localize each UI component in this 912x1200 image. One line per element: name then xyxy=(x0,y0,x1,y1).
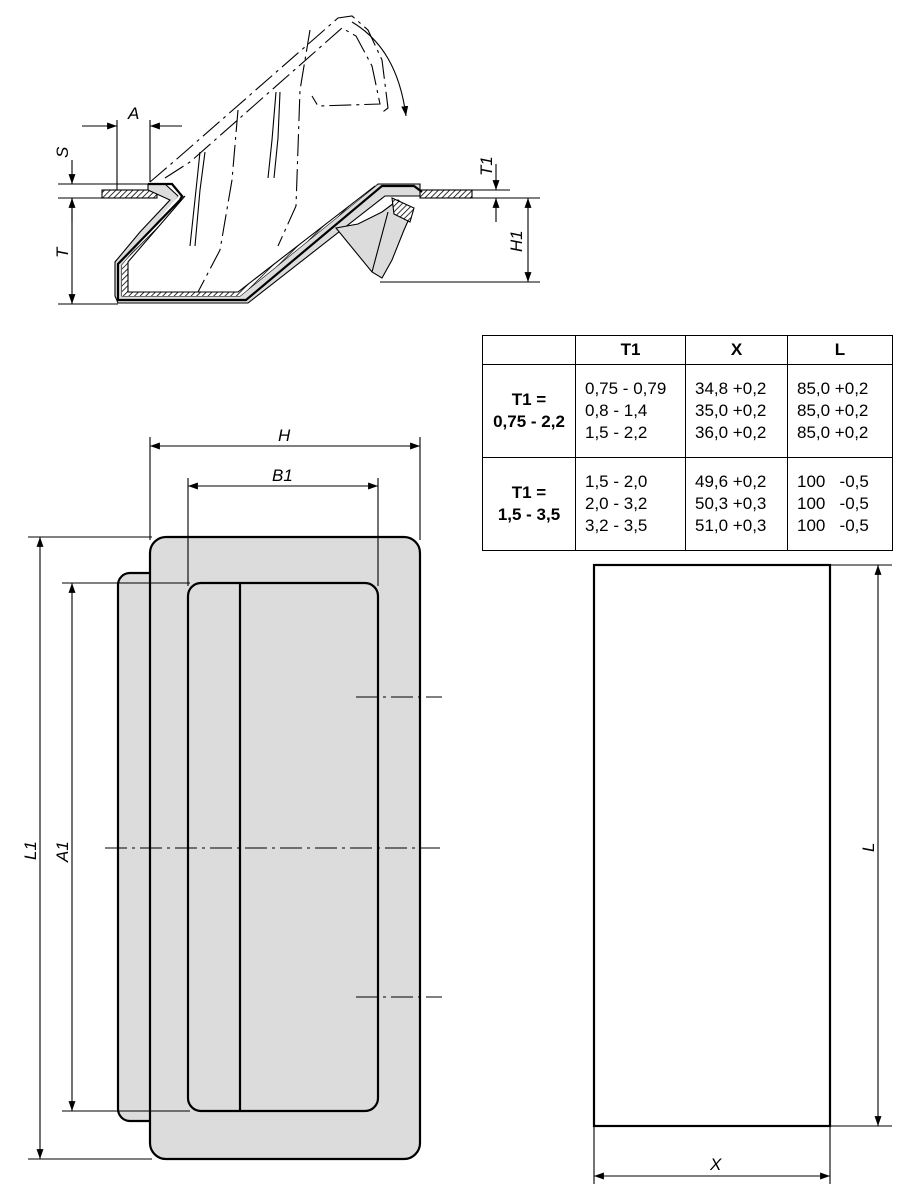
l-value: 85,0 +0,2 xyxy=(797,423,869,442)
dim-label-h: H xyxy=(278,426,291,445)
front-view: H B1 L1 A1 xyxy=(21,426,442,1161)
header-empty xyxy=(482,335,576,365)
rotation-arrow xyxy=(351,21,409,117)
dim-label-l: L xyxy=(859,843,878,852)
table-row: T1 = 0,75 - 2,2 0,75 - 0,79 0,8 - 1,4 1,… xyxy=(482,364,893,458)
dim-label-t: T xyxy=(53,246,72,258)
l-value: 100 -0,5 xyxy=(797,516,869,535)
x-values: 34,8 +0,2 35,0 +0,2 36,0 +0,2 xyxy=(685,364,788,458)
dim-label-l1: L1 xyxy=(21,841,40,860)
t1-value: 1,5 - 2,2 xyxy=(585,423,648,442)
t1-value: 1,5 - 2,0 xyxy=(585,472,648,491)
x-value: 51,0 +0,3 xyxy=(695,516,767,535)
table-row: T1 = 1,5 - 3,5 1,5 - 2,0 2,0 - 3,2 3,2 -… xyxy=(482,457,893,551)
t1-value: 0,75 - 0,79 xyxy=(585,379,667,398)
header-x: X xyxy=(685,335,788,365)
panel-cutout xyxy=(592,563,832,1128)
group-label-line: T1 = xyxy=(511,483,547,502)
group-label-line: 0,75 - 2,2 xyxy=(493,412,565,431)
t1-value: 2,0 - 3,2 xyxy=(585,494,648,513)
spec-table: T1 X L T1 = 0,75 - 2,2 0,75 - 0,79 0,8 -… xyxy=(482,335,893,551)
x-value: 50,3 +0,3 xyxy=(695,494,767,513)
x-value: 49,6 +0,2 xyxy=(695,472,767,491)
group-label: T1 = 0,75 - 2,2 xyxy=(482,364,576,458)
table-header-row: T1 X L xyxy=(482,335,893,365)
t1-value: 0,8 - 1,4 xyxy=(585,401,648,420)
cutout-view: L X xyxy=(592,563,892,1184)
header-t1: T1 xyxy=(575,335,686,365)
group-label: T1 = 1,5 - 3,5 xyxy=(482,457,576,551)
t1-value: 3,2 - 3,5 xyxy=(585,516,648,535)
t1-values: 0,75 - 0,79 0,8 - 1,4 1,5 - 2,2 xyxy=(575,364,686,458)
x-values: 49,6 +0,2 50,3 +0,3 51,0 +0,3 xyxy=(685,457,788,551)
dim-label-x: X xyxy=(709,1155,722,1174)
x-value: 34,8 +0,2 xyxy=(695,379,767,398)
l-value: 85,0 +0,2 xyxy=(797,379,869,398)
x-value: 35,0 +0,2 xyxy=(695,401,767,420)
panel-plate-right xyxy=(420,190,472,198)
l-value: 85,0 +0,2 xyxy=(797,401,869,420)
lever-open-position xyxy=(149,15,389,183)
l-values: 100 -0,5 100 -0,5 100 -0,5 xyxy=(787,457,893,551)
group-label-line: 1,5 - 3,5 xyxy=(497,505,561,524)
header-l: L xyxy=(787,335,893,365)
dim-label-s: S xyxy=(53,146,72,158)
grip-recess xyxy=(186,581,380,1113)
group-label-line: T1 = xyxy=(511,390,547,409)
x-value: 36,0 +0,2 xyxy=(695,423,767,442)
dim-label-b1: B1 xyxy=(272,466,293,485)
l-value: 100 -0,5 xyxy=(797,494,869,513)
panel-plate-left xyxy=(102,190,157,198)
body-wall-hatch xyxy=(122,184,378,296)
dim-label-a: A xyxy=(127,104,139,123)
dim-label-a1: A1 xyxy=(53,841,72,863)
l-values: 85,0 +0,2 85,0 +0,2 85,0 +0,2 xyxy=(787,364,893,458)
dim-label-h1: H1 xyxy=(507,230,526,252)
dim-label-t1: T1 xyxy=(477,156,496,176)
section-view: A S T T1 H1 xyxy=(53,15,540,305)
l-value: 100 -0,5 xyxy=(797,472,869,491)
t1-values: 1,5 - 2,0 2,0 - 3,2 3,2 - 3,5 xyxy=(575,457,686,551)
